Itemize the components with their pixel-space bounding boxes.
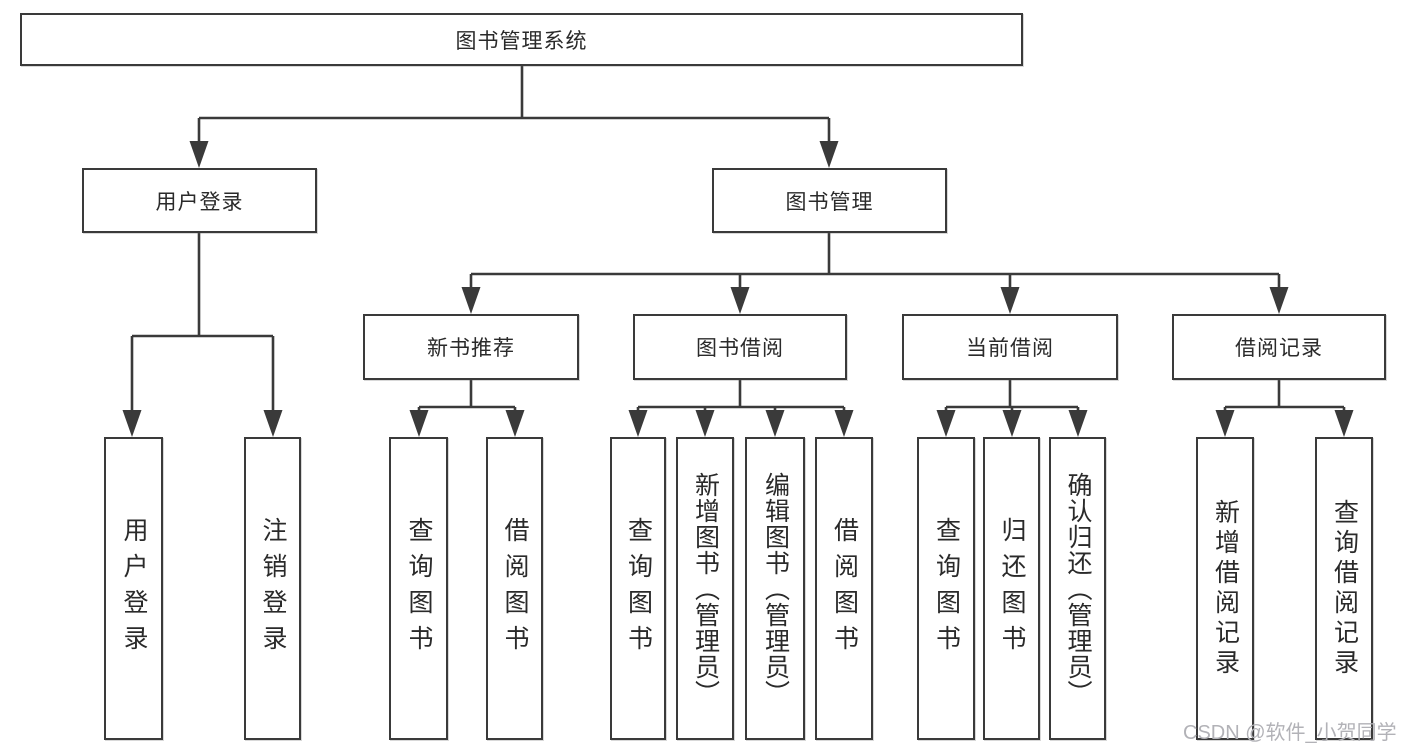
leaf-nbr-borrow-books: 借阅图书 (486, 437, 543, 740)
leaf-bb-edit-books-admin: 编辑图书（管理员） (745, 437, 805, 740)
leaf-br-add-borrow-record: 新增借阅记录 (1196, 437, 1254, 740)
node-borrowing-records: 借阅记录 (1172, 314, 1386, 380)
leaf-nbr-query-books: 查询图书 (389, 437, 448, 740)
leaf-bb-query-books: 查询图书 (610, 437, 666, 740)
leaf-user-login: 用户登录 (104, 437, 163, 740)
connector-path-group (130, 66, 1346, 416)
node-user-login: 用户登录 (82, 168, 317, 233)
arrowhead-icon (122, 141, 1354, 437)
leaf-cb-return-books: 归还图书 (983, 437, 1040, 740)
leaf-bb-borrow-books: 借阅图书 (815, 437, 873, 740)
leaf-cb-query-books: 查询图书 (917, 437, 975, 740)
leaf-cb-confirm-return-admin: 确认归还（管理员） (1049, 437, 1106, 740)
watermark: CSDN @软件_小贺同学 (1183, 722, 1397, 744)
node-current-borrowing: 当前借阅 (902, 314, 1118, 380)
leaf-bb-add-books-admin: 新增图书（管理员） (676, 437, 734, 740)
leaf-br-query-borrow-record: 查询借阅记录 (1315, 437, 1373, 740)
leaf-logout: 注销登录 (244, 437, 301, 740)
node-book-management: 图书管理 (712, 168, 947, 233)
node-new-book-recommendation: 新书推荐 (363, 314, 579, 380)
node-library-management-system: 图书管理系统 (20, 13, 1023, 66)
node-book-borrowing: 图书借阅 (633, 314, 847, 380)
